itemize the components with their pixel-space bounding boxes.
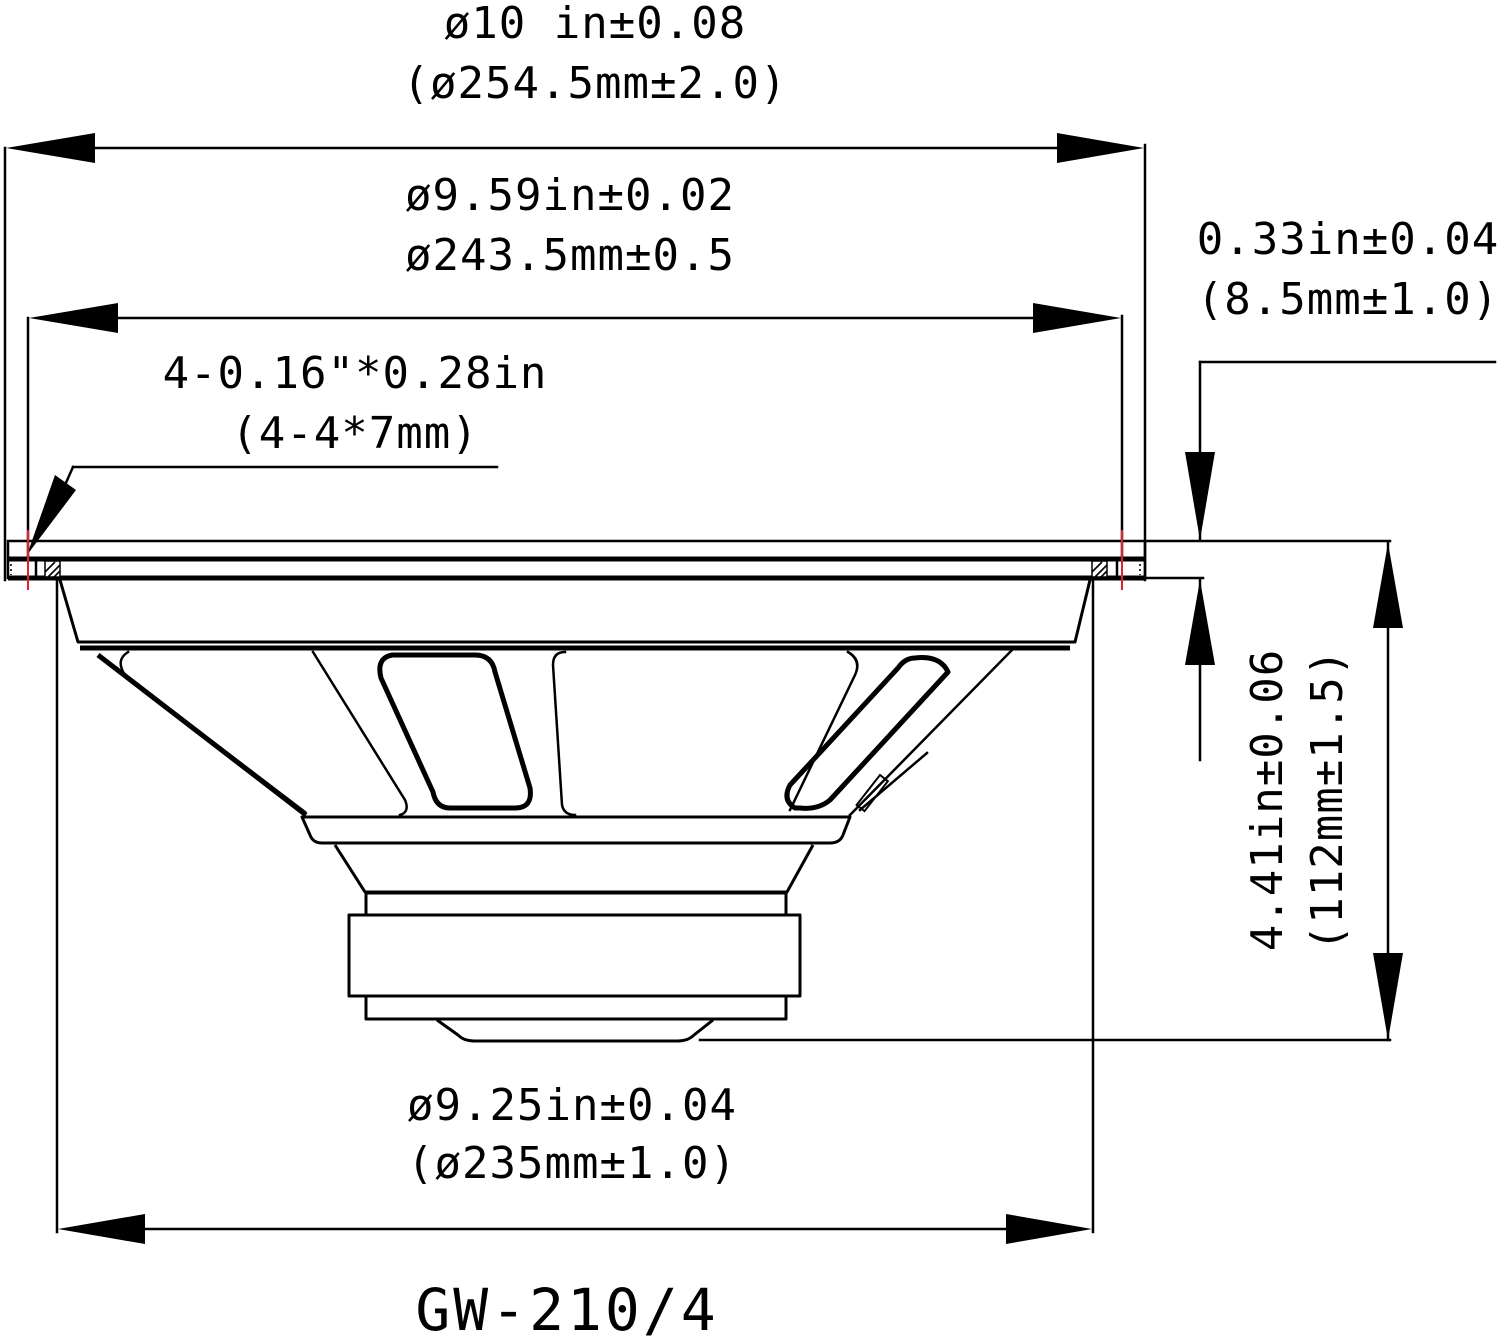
basket-spoke-1 [311, 650, 408, 817]
cutout-inches: ø9.25in±0.04 [407, 1080, 737, 1131]
magnet-cone [333, 844, 815, 894]
back-plate [364, 994, 788, 1021]
leader-line-bend [63, 465, 75, 487]
slot-size-inches: 4-0.16"*0.28in [163, 348, 548, 399]
overall-diameter-mm: (ø254.5mm±2.0) [403, 58, 788, 109]
gasket-hatch-left [44, 560, 61, 578]
basket-right-edge [848, 648, 1014, 817]
basket-left-inner [119, 650, 307, 814]
arrow-left-icon [6, 133, 95, 163]
arrow-right-icon [1006, 1214, 1092, 1244]
depth-inches: 4.41in±0.06 [1242, 649, 1293, 951]
cutout-diameter-dimension: ø9.25in±0.04 (ø235mm±1.0) [55, 578, 1095, 1244]
arrow-up-icon [1185, 580, 1215, 665]
mounting-depth-dimension: 4.41in±0.06 (112mm±1.5) [698, 541, 1403, 1042]
gasket-hatch-right [1091, 560, 1108, 578]
arrow-left-icon [58, 1214, 145, 1244]
upper-plate [364, 891, 788, 917]
overall-diameter-inches: ø10 in±0.08 [444, 0, 746, 49]
hole-circle-mm: ø243.5mm±0.5 [405, 230, 735, 281]
basket-spoke-3 [788, 650, 859, 812]
slot-size-mm: (4-4*7mm) [231, 408, 478, 459]
speaker-body [6, 530, 1147, 1043]
hole-circle-inches: ø9.59in±0.02 [405, 170, 735, 221]
basket-window-right [784, 655, 951, 811]
flange-thickness-dimension: 0.33in±0.04 (8.5mm±1.0) [1143, 214, 1499, 762]
frame-upper-ring [58, 579, 1092, 644]
magnet [347, 913, 802, 998]
arrow-down-icon [1185, 452, 1215, 540]
arrow-down-icon [1373, 953, 1403, 1040]
terminal-tab [855, 751, 929, 813]
flange-thickness-mm: (8.5mm±1.0) [1197, 274, 1499, 325]
vent-cap [436, 1018, 714, 1043]
cutout-mm: (ø235mm±1.0) [407, 1138, 737, 1189]
arrow-right-icon [1033, 303, 1121, 333]
leader-arrow-icon [27, 475, 76, 555]
edge-dots [10, 564, 1141, 575]
basket-spoke-2 [551, 650, 577, 817]
model-number: GW-210/4 [415, 1276, 718, 1341]
arrow-right-icon [1057, 133, 1144, 163]
depth-mm: (112mm±1.5) [1302, 649, 1353, 951]
flange-thickness-inches: 0.33in±0.04 [1197, 214, 1499, 265]
arrow-left-icon [29, 303, 118, 333]
top-plate [300, 815, 852, 845]
overall-diameter-dimension: ø10 in±0.08 (ø254.5mm±2.0) [3, 0, 1147, 582]
arrow-up-icon [1373, 543, 1403, 628]
mounting-hole-circle-dimension: ø9.59in±0.02 ø243.5mm±0.5 [26, 170, 1124, 562]
basket-window-left [377, 652, 533, 811]
mounting-slot-callout: 4-0.16"*0.28in (4-4*7mm) [27, 348, 548, 555]
